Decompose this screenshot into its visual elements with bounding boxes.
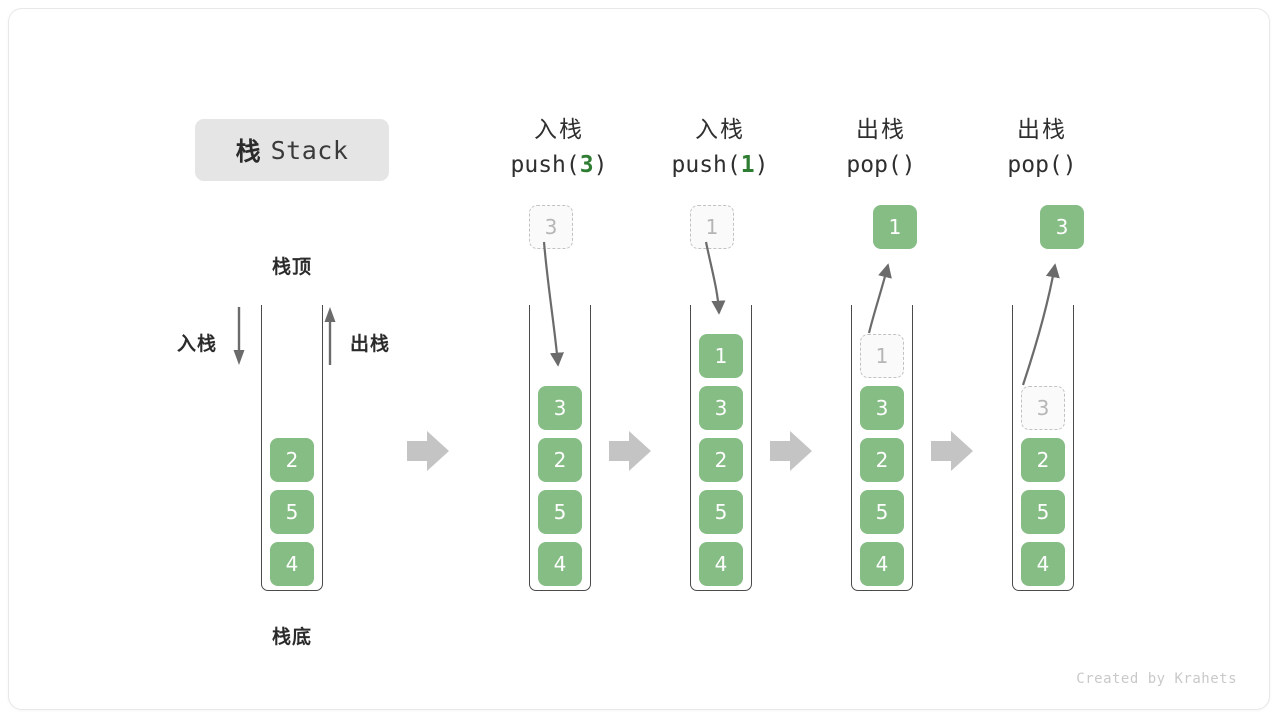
stack-top-label: 栈顶 (271, 256, 312, 278)
stack-cell: 3 (538, 386, 582, 430)
stack-frame (851, 305, 913, 591)
step-function-signature: push(3) (510, 152, 608, 178)
stack-cell: 3 (860, 386, 904, 430)
stack-cell: 5 (270, 490, 314, 534)
stack-cell: 2 (270, 438, 314, 482)
step-function-signature: push(1) (671, 152, 769, 178)
step-operation-label: 出栈 (856, 117, 906, 143)
stack-cell: 5 (860, 490, 904, 534)
stack-cell: 5 (1021, 490, 1065, 534)
stack-cell: 5 (538, 490, 582, 534)
push-direction-label: 入栈 (177, 333, 218, 355)
incoming-element-box: 3 (529, 205, 573, 249)
stack-cell: 4 (699, 542, 743, 586)
title-cn: 栈 (235, 137, 262, 166)
stack-slots: 4 5 2 3 1 (851, 326, 913, 586)
popped-element-box: 3 (1040, 205, 1084, 249)
stack-cell: 4 (1021, 542, 1065, 586)
stack-step-3: 4 5 2 3 1 (851, 305, 913, 591)
transition-arrow-4 (931, 431, 973, 471)
stack-cell: 1 (699, 334, 743, 378)
stack-cell: 2 (699, 438, 743, 482)
stack-frame (690, 305, 752, 591)
step-function-argument: 3 (579, 152, 594, 178)
step-header-1: 入栈 push(3) (474, 113, 644, 183)
step-header-4: 出栈 pop() (957, 113, 1127, 183)
transition-arrow-2 (609, 431, 651, 471)
stack-cell-ghost: 3 (1021, 386, 1065, 430)
pop-direction-arrow (324, 307, 336, 365)
stack-cell: 4 (538, 542, 582, 586)
stack-cell: 2 (860, 438, 904, 482)
step-operation-label: 入栈 (695, 117, 745, 143)
pop-direction-label: 出栈 (350, 333, 391, 355)
popped-element-box: 1 (873, 205, 917, 249)
stack-initial: 4 5 2 (261, 305, 323, 591)
stack-step-2: 4 5 2 3 1 (690, 305, 752, 591)
stack-cell: 2 (538, 438, 582, 482)
stack-cell: 4 (860, 542, 904, 586)
stack-cell: 4 (270, 542, 314, 586)
stack-slots: 4 5 2 3 (1012, 378, 1074, 586)
stack-cell: 5 (699, 490, 743, 534)
stack-bottom-label: 栈底 (271, 626, 312, 648)
step-operation-label: 出栈 (1017, 117, 1067, 143)
push-direction-arrow (233, 307, 245, 365)
stack-frame (1012, 305, 1074, 591)
step-function-signature: pop() (1007, 152, 1077, 178)
stack-slots: 4 5 2 3 1 (690, 326, 752, 586)
footer-credit: Created by Krahets (1076, 671, 1237, 687)
stack-cell: 2 (1021, 438, 1065, 482)
stack-cell: 3 (699, 386, 743, 430)
stack-cell-ghost: 1 (860, 334, 904, 378)
transition-arrow-3 (770, 431, 812, 471)
stack-step-1: 4 5 2 3 (529, 305, 591, 591)
step-function-argument: 1 (740, 152, 755, 178)
step-header-3: 出栈 pop() (796, 113, 966, 183)
incoming-element-box: 1 (690, 205, 734, 249)
step-operation-label: 入栈 (534, 117, 584, 143)
stack-frame (529, 305, 591, 591)
step-function-signature: pop() (846, 152, 916, 178)
diagram-title-badge: 栈 Stack (195, 119, 389, 181)
stack-step-4: 4 5 2 3 (1012, 305, 1074, 591)
push-arrow-step-2 (704, 241, 726, 315)
stack-frame (261, 305, 323, 591)
transition-arrow-1 (407, 431, 449, 471)
step-header-2: 入栈 push(1) (635, 113, 805, 183)
stack-slots: 4 5 2 3 (529, 378, 591, 586)
title-en: Stack (270, 135, 349, 165)
stack-slots: 4 5 2 (261, 430, 323, 586)
